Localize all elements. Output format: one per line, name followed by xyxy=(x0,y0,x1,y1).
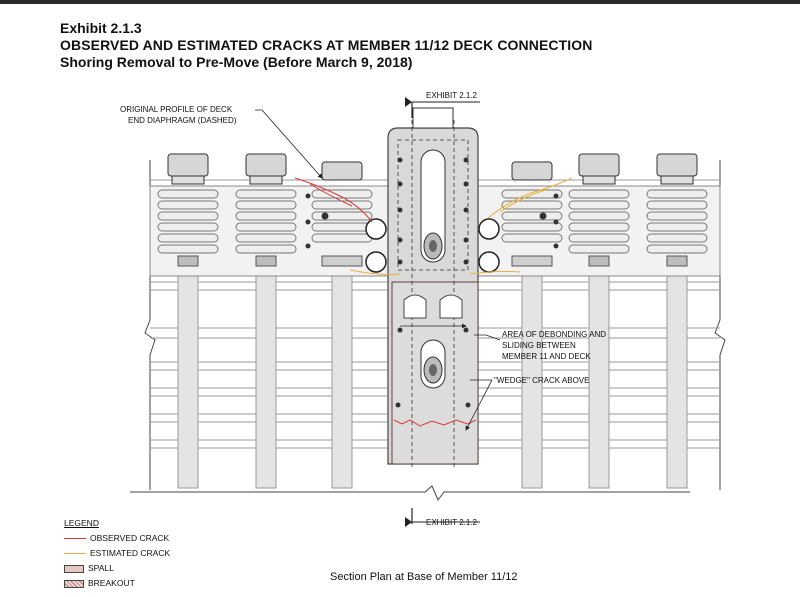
section-ref-top: EXHIBIT 2.1.2 xyxy=(426,91,478,100)
legend-item-spall: SPALL xyxy=(64,561,170,576)
observed-crack-swatch xyxy=(64,538,86,539)
estimated-crack-swatch xyxy=(64,553,86,554)
legend: LEGEND OBSERVED CRACK ESTIMATED CRACK SP… xyxy=(64,516,170,591)
legend-label: BREAKOUT xyxy=(88,578,135,588)
title-block: Exhibit 2.1.3 OBSERVED AND ESTIMATED CRA… xyxy=(60,20,592,71)
anchor-assembly-4 xyxy=(501,161,563,267)
exhibit-title: OBSERVED AND ESTIMATED CRACKS AT MEMBER … xyxy=(60,37,593,53)
duct-openings xyxy=(365,218,500,273)
spall-swatch xyxy=(64,564,84,573)
breakout-swatch xyxy=(64,579,84,588)
section-ref-bottom: EXHIBIT 2.1.2 xyxy=(426,518,478,527)
top-border xyxy=(0,0,800,4)
section-plan-drawing: EXHIBIT 2.1.2 ORIGINAL PROFILE OF DECK E… xyxy=(120,91,726,527)
legend-title: LEGEND xyxy=(64,518,99,528)
legend-label: SPALL xyxy=(88,563,114,573)
original-profile-note-1: ORIGINAL PROFILE OF DECK xyxy=(120,105,233,114)
vertical-strands xyxy=(177,275,688,489)
debonding-note-2: SLIDING BETWEEN xyxy=(502,341,576,350)
exhibit-subtitle: Shoring Removal to Pre-Move (Before Marc… xyxy=(60,54,413,70)
debonding-note-1: AREA OF DEBONDING AND xyxy=(502,330,606,339)
drawing-caption: Section Plan at Base of Member 11/12 xyxy=(330,571,518,583)
legend-label: ESTIMATED CRACK xyxy=(90,548,171,558)
legend-item-estimated-crack: ESTIMATED CRACK xyxy=(64,546,170,561)
anchor-assembly-5 xyxy=(568,153,630,267)
member-11-12 xyxy=(305,107,559,470)
wedge-crack-note: "WEDGE" CRACK ABOVE xyxy=(494,376,589,385)
estimated-crack-lines xyxy=(349,177,573,275)
anchor-assembly-1 xyxy=(157,153,219,267)
legend-item-observed-crack: OBSERVED CRACK xyxy=(64,531,170,546)
anchor-assembly-6 xyxy=(646,153,708,267)
section-cut-top xyxy=(405,97,480,118)
section-cut-bottom xyxy=(405,508,480,527)
original-profile-note-2: END DIAPHRAGM (DASHED) xyxy=(128,116,237,125)
leader-lines xyxy=(255,109,501,431)
anchor-assembly-2 xyxy=(235,153,297,267)
observed-crack-lines xyxy=(294,177,477,427)
debonding-note-3: MEMBER 11 AND DECK xyxy=(502,352,591,361)
exhibit-number: Exhibit 2.1.3 xyxy=(60,20,142,36)
legend-item-breakout: BREAKOUT xyxy=(64,576,170,591)
legend-label: OBSERVED CRACK xyxy=(90,533,170,543)
